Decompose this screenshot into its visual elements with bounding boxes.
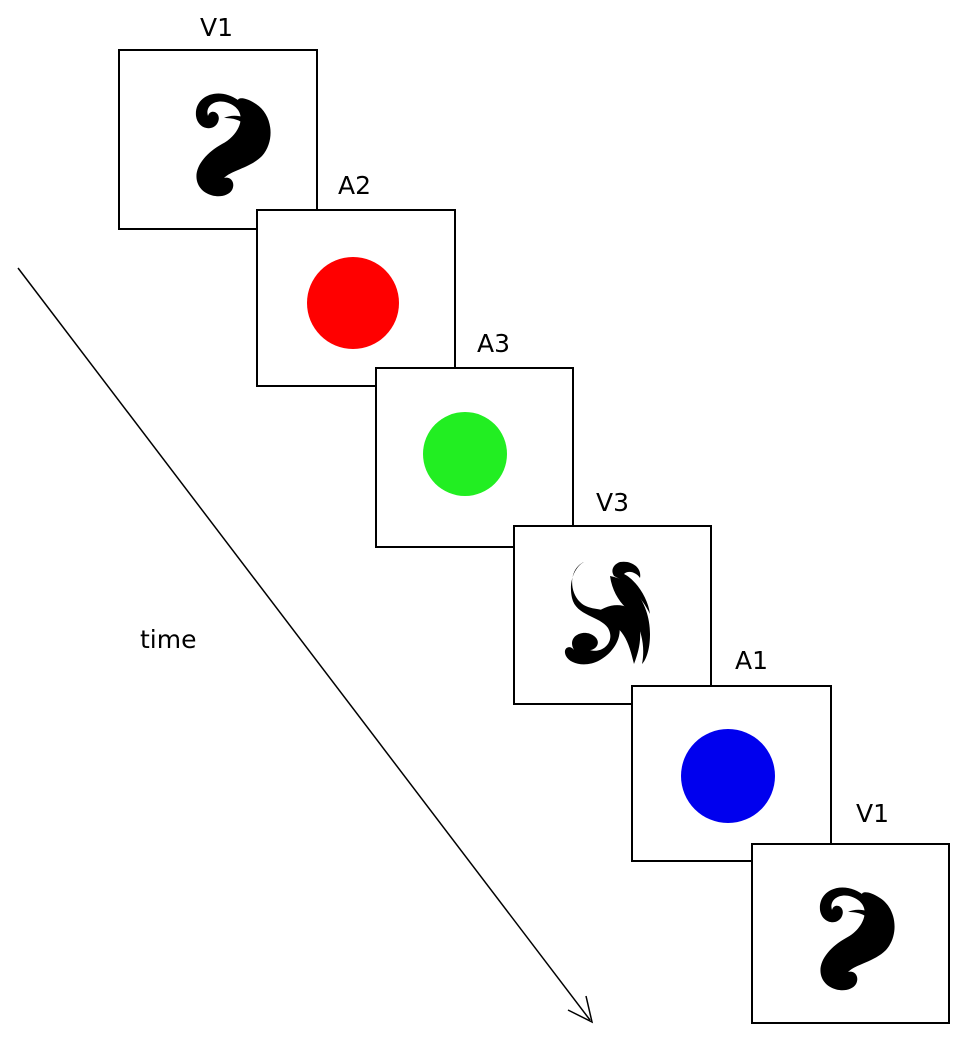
frame-a1: A1 bbox=[631, 646, 832, 862]
frame-label: V1 bbox=[856, 799, 889, 828]
frame-label: A3 bbox=[477, 329, 510, 358]
frame-box bbox=[631, 685, 832, 862]
frame-v1-last: V1 bbox=[751, 799, 950, 1024]
frame-box bbox=[118, 49, 318, 230]
frame-box bbox=[751, 843, 950, 1024]
frame-label: A2 bbox=[338, 171, 371, 200]
frame-label: V3 bbox=[596, 488, 629, 517]
blue-circle-stimulus bbox=[681, 729, 775, 823]
frame-label: A1 bbox=[735, 646, 768, 675]
time-arrow bbox=[17, 267, 594, 1024]
frame-v1-first: V1 bbox=[118, 13, 318, 230]
frame-a2: A2 bbox=[256, 171, 456, 387]
frame-a3: A3 bbox=[375, 329, 574, 548]
green-circle-stimulus bbox=[423, 412, 507, 496]
time-label: time bbox=[140, 625, 196, 654]
frame-v3: V3 bbox=[513, 488, 712, 705]
frame-label: V1 bbox=[200, 13, 233, 42]
red-circle-stimulus bbox=[307, 257, 399, 349]
